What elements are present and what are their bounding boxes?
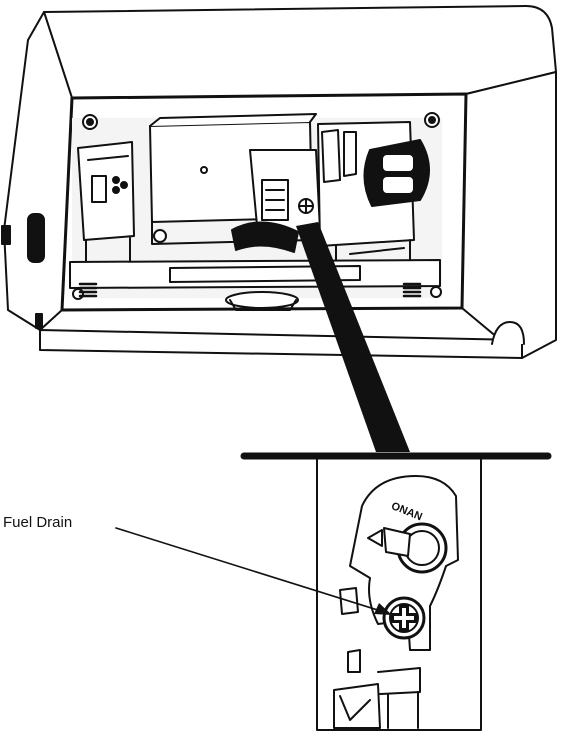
callout-leader — [115, 527, 392, 615]
generator-housing — [1, 5, 557, 359]
mount-spring — [78, 282, 98, 298]
corner-screw — [82, 114, 98, 130]
corner-screw — [72, 288, 84, 300]
arrow-marker-icon — [367, 529, 383, 547]
corner-screw — [424, 112, 440, 128]
fuel-pump-assembly — [231, 149, 321, 253]
mount-spring — [402, 282, 422, 298]
housing-notch — [491, 321, 525, 345]
fuel-drain-screw — [382, 596, 426, 640]
side-vent — [27, 213, 45, 263]
detail-inset: ONAN — [240, 452, 552, 731]
inset-frame — [316, 455, 482, 731]
magnifier-beam — [296, 222, 410, 452]
control-module — [77, 141, 135, 281]
callout-label-fuel-drain: Fuel Drain — [3, 514, 73, 531]
regulator-assembly — [317, 121, 430, 265]
access-opening — [60, 92, 468, 312]
housing-top-panel — [43, 5, 557, 99]
housing-right-side — [461, 71, 557, 359]
center-pulley — [225, 291, 299, 311]
housing-bottom-skirt — [39, 329, 523, 359]
corner-screw — [430, 286, 442, 298]
base-tray — [69, 259, 441, 289]
leader-arrowhead-icon — [374, 603, 392, 615]
detail-bracket — [333, 587, 421, 729]
detail-fitting — [383, 522, 448, 574]
